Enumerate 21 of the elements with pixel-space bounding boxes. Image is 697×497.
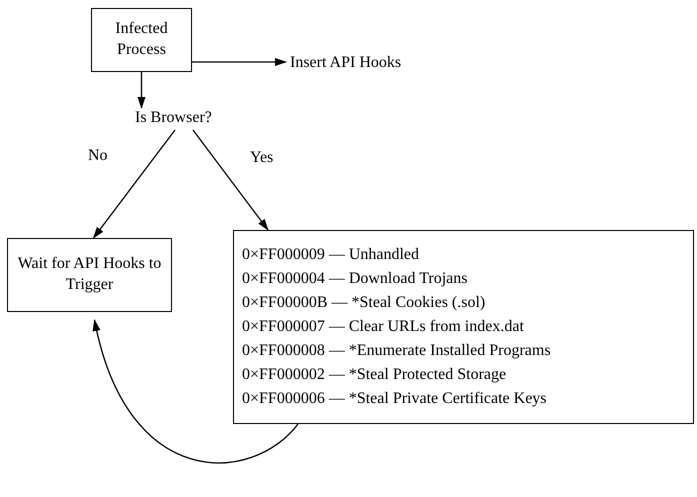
- edge-label: No: [88, 148, 108, 164]
- step-text: Insert API Hooks: [290, 52, 402, 73]
- list-item-text: 0×FF000008 — *Enumerate Installed Programs: [242, 341, 551, 361]
- list-item-text: 0×FF000007 — Clear URLs from index.dat: [242, 317, 524, 337]
- list-item-text: 0×FF000006 — *Steal Private Certificate Keys: [242, 389, 547, 409]
- box-label: Infected Process: [114, 19, 169, 60]
- decision-text: Is Browser?: [135, 108, 213, 128]
- list-item-text: 0×FF000002 — *Steal Protected Storage: [242, 365, 506, 385]
- box-label: Wait for API Hooks to Trigger: [16, 254, 162, 295]
- arrow: [192, 130, 269, 231]
- arrow: [93, 319, 298, 464]
- list-item-text: 0×FF000009 — Unhandled: [242, 245, 420, 265]
- list-item-text: 0×FF00000B — *Steal Cookies (.sol): [242, 293, 486, 313]
- process-box: [7, 238, 172, 312]
- process-list-box: [233, 230, 694, 424]
- arrow: [92, 130, 176, 239]
- arrow: [138, 72, 146, 109]
- arrow: [192, 58, 287, 66]
- list-item-text: 0×FF000004 — Download Trojans: [242, 269, 468, 289]
- process-box: [91, 8, 192, 72]
- edge-label: Yes: [250, 150, 274, 166]
